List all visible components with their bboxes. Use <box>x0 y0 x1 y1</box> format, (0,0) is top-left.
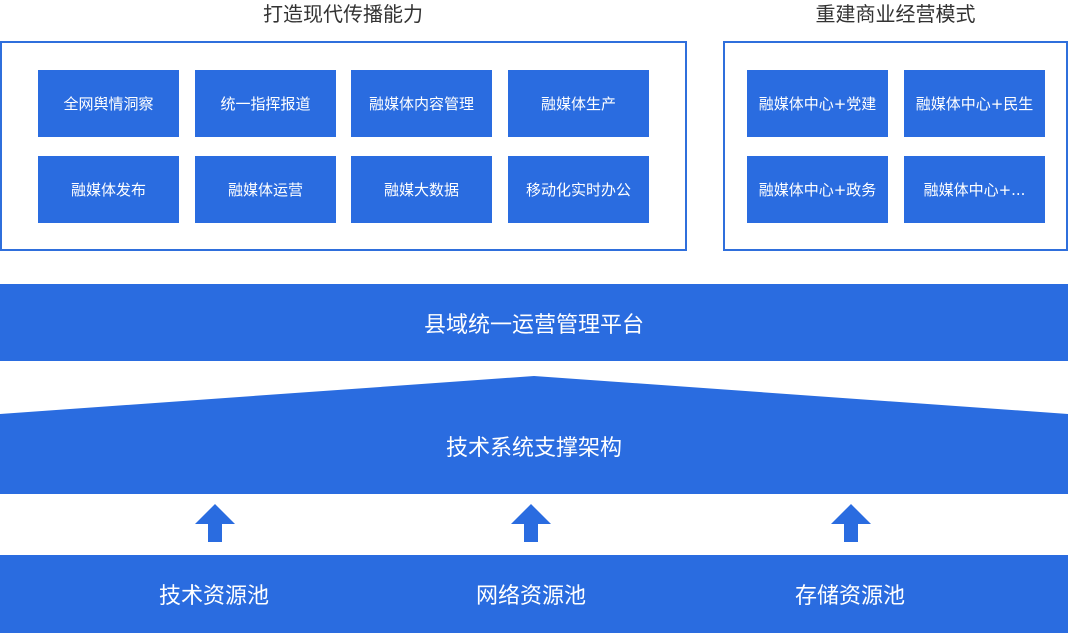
tile-left-4: 融媒体生产 <box>508 70 649 137</box>
arrow-up-icon <box>511 504 551 542</box>
resource-pool-tech: 技术资源池 <box>158 584 269 609</box>
tile-left-1: 全网舆情洞察 <box>38 70 179 137</box>
tile-left-8: 移动化实时办公 <box>508 156 649 223</box>
tile-left-5: 融媒体发布 <box>38 156 179 223</box>
arrow-up-icon <box>831 504 871 542</box>
tile-left-3: 融媒体内容管理 <box>351 70 492 137</box>
right-group-title: 重建商业经营模式 <box>815 2 976 26</box>
resource-pools-bar <box>0 555 1068 633</box>
left-group-title: 打造现代传播能力 <box>263 2 423 26</box>
platform-label: 县域统一运营管理平台 <box>423 312 644 338</box>
architecture-label: 技术系统支撑架构 <box>445 436 622 461</box>
arrow-up-icon <box>195 504 235 542</box>
tile-right-4: 融媒体中心+... <box>904 156 1045 223</box>
tile-left-6: 融媒体运营 <box>195 156 336 223</box>
right-group-frame: 融媒体中心+党建 融媒体中心+民生 融媒体中心+政务 融媒体中心+... <box>723 41 1068 251</box>
architecture-label-wrap: 技术系统支撑架构 <box>0 416 1068 476</box>
tile-left-7: 融媒大数据 <box>351 156 492 223</box>
tile-left-2: 统一指挥报道 <box>195 70 336 137</box>
tile-right-1: 融媒体中心+党建 <box>747 70 888 137</box>
architecture-roof-shape <box>0 376 1068 494</box>
resource-pool-network: 网络资源池 <box>475 584 586 609</box>
tile-right-3: 融媒体中心+政务 <box>747 156 888 223</box>
tile-right-2: 融媒体中心+民生 <box>904 70 1045 137</box>
resource-pool-storage: 存储资源池 <box>794 584 905 609</box>
platform-bar: 县域统一运营管理平台 <box>0 284 1068 361</box>
left-group-frame: 全网舆情洞察 统一指挥报道 融媒体内容管理 融媒体生产 融媒体发布 融媒体运营 … <box>0 41 687 251</box>
